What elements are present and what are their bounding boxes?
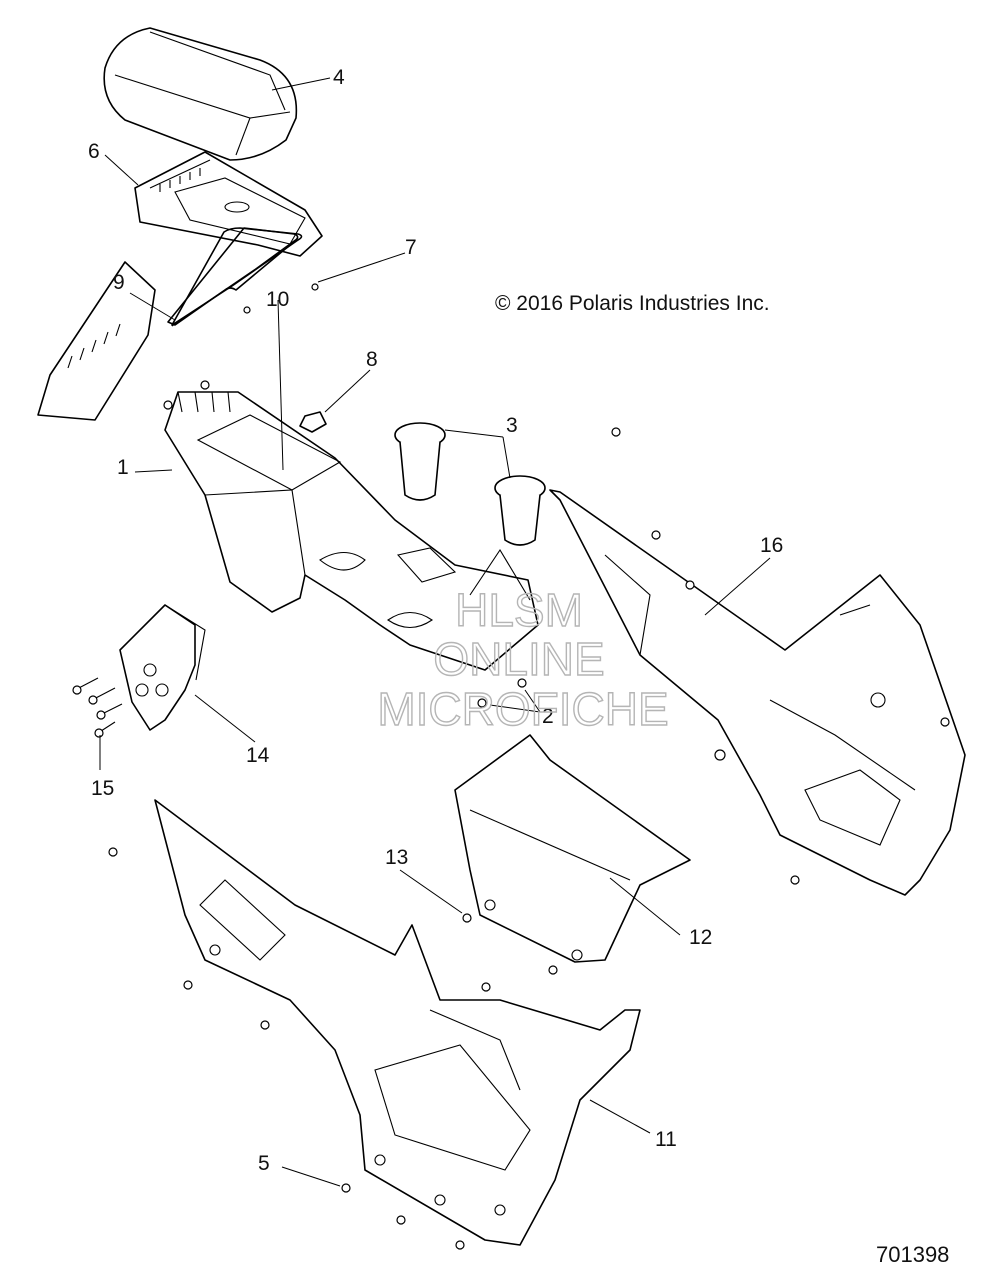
callout-7: 7 xyxy=(405,236,417,259)
part-9-gasket xyxy=(167,227,303,327)
callout-3: 3 xyxy=(506,414,518,437)
part-8-nut xyxy=(299,411,327,433)
part-14-grab-handle xyxy=(119,604,206,731)
callout-9: 9 xyxy=(113,271,125,294)
part-4-armrest-lid xyxy=(103,27,298,161)
part-12-floor-panel xyxy=(454,734,691,963)
watermark-line-3: MICROFICHE xyxy=(377,683,668,735)
watermark-line-1: HLSM xyxy=(455,584,583,636)
part-6-lid-base xyxy=(134,151,323,257)
callout-15: 15 xyxy=(91,777,114,800)
watermark-line-2: ONLINE xyxy=(433,633,604,685)
part-15-bolts xyxy=(72,677,123,738)
callout-1: 1 xyxy=(117,456,129,479)
callout-13: 13 xyxy=(385,846,408,869)
callout-4: 4 xyxy=(333,66,345,89)
callout-14: 14 xyxy=(246,744,270,767)
watermark: HLSM ONLINE MICROFICHE xyxy=(377,583,670,735)
leader-lines xyxy=(99,77,771,1187)
part-3-cupholders xyxy=(394,422,546,546)
part-16-right-panel xyxy=(549,489,966,896)
callout-11: 11 xyxy=(655,1128,677,1151)
callout-10: 10 xyxy=(266,288,289,311)
callout-6: 6 xyxy=(88,140,100,163)
callout-2: 2 xyxy=(542,705,554,728)
callout-12: 12 xyxy=(689,926,712,949)
callout-8: 8 xyxy=(366,348,378,371)
loose-fasteners xyxy=(108,283,950,1250)
part-11-left-panel xyxy=(154,799,641,1246)
callout-labels: 4 6 7 9 8 10 1 3 16 2 14 15 13 12 11 5 xyxy=(88,66,783,1175)
part-1-center-console xyxy=(164,391,539,671)
callout-16: 16 xyxy=(760,534,783,557)
copyright-notice: © 2016 Polaris Industries Inc. xyxy=(495,292,770,315)
part-storage-bin xyxy=(37,261,156,421)
callout-5: 5 xyxy=(258,1152,270,1175)
diagram-id: 701398 xyxy=(876,1242,949,1267)
